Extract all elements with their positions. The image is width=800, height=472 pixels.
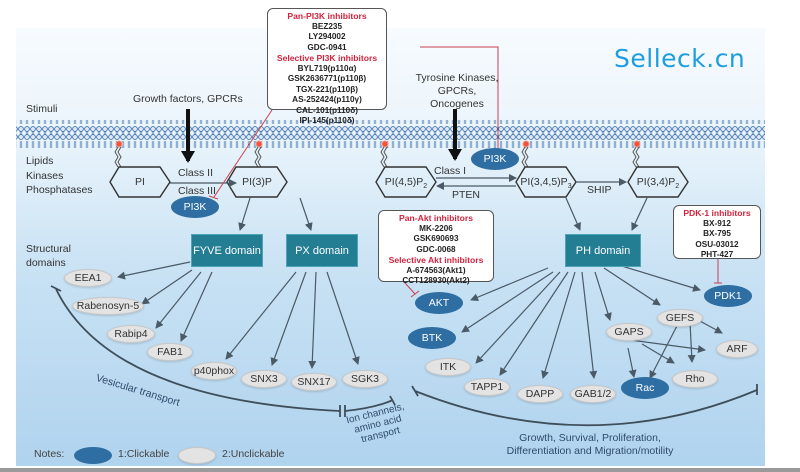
inhibitor-item[interactable]: PHT-427	[700, 250, 734, 259]
pi3k-inhibitors-box: Pan-PI3K inhibitors BEZ235 LY294002 GDC-…	[267, 8, 387, 125]
legend-clickable-label: 1:Clickable	[118, 448, 170, 460]
inhibitor-item[interactable]: IPI-145(p110δ)	[299, 116, 355, 125]
node-pi3k-right[interactable]: PI3K	[471, 148, 519, 170]
node-itk: ITK	[425, 358, 471, 376]
node-arf: ARF	[716, 340, 758, 358]
inhibitor-item[interactable]: OSU-03012	[695, 239, 739, 249]
label-kinases: Kinases	[26, 170, 64, 182]
lipid-hexagons	[109, 166, 689, 198]
membrane-inner-leaflet	[16, 134, 765, 148]
node-p40phox: p40phox	[191, 362, 237, 380]
lipid-anchors	[114, 140, 641, 168]
legend-unclickable-label: 2:Unclickable	[222, 448, 285, 460]
node-pi3k-left[interactable]: PI3K	[171, 196, 219, 218]
membrane-outer-leaflet	[16, 120, 765, 134]
lipid-pi345p3: PI(3,4,5)P3	[520, 176, 572, 191]
node-fab1: FAB1	[147, 343, 193, 361]
inhibitor-item[interactable]: BEZ235	[311, 21, 343, 31]
node-rac[interactable]: Rac	[621, 377, 669, 399]
inhibitor-item[interactable]: BX-795	[703, 229, 731, 238]
brand-logo[interactable]: Selleck.cn	[614, 44, 746, 73]
stimulus-tyrosine: Tyrosine Kinases, GPCRs, Oncogenes	[415, 72, 499, 110]
hex-pi3p	[226, 166, 288, 198]
node-snx17: SNX17	[291, 373, 337, 391]
hex-pi345p3	[515, 166, 577, 198]
growth-arc	[414, 389, 758, 427]
node-rabip4: Rabip4	[107, 325, 155, 343]
lipid-pi45p2: PI(4,5)P2	[384, 176, 428, 191]
inhibitor-item[interactable]: CAL-101(p110δ)	[296, 105, 358, 115]
inhibitor-item[interactable]: LY294002	[308, 32, 346, 41]
node-eea1: EEA1	[64, 269, 112, 287]
inhibitor-item[interactable]: MK-2206	[419, 223, 453, 233]
node-dapp: DAPP	[517, 385, 563, 403]
px-domain-box: PX domain	[286, 234, 358, 267]
label-ship: SHIP	[587, 184, 612, 196]
inhibitor-lines	[208, 46, 722, 298]
ion-arc	[344, 399, 394, 412]
inhibitor-item[interactable]: GSK690693	[413, 234, 459, 243]
label-class2: Class II	[178, 167, 214, 179]
label-class3: Class III	[178, 185, 216, 197]
node-rho: Rho	[672, 370, 718, 388]
ph-domain-box: PH domain	[565, 234, 641, 267]
node-gab12: GAB1/2	[570, 385, 616, 403]
legend-clickable-swatch	[74, 447, 112, 464]
node-pdk1[interactable]: PDK1	[704, 285, 752, 307]
label-domains: domains	[26, 257, 66, 269]
node-akt[interactable]: AKT	[415, 292, 463, 314]
node-tapp1: TAPP1	[464, 378, 510, 396]
notes-label: Notes:	[34, 448, 65, 460]
stimulus-growth-factors: Growth factors, GPCRs	[133, 93, 243, 105]
inhibitor-item[interactable]: BYL719(p110α)	[297, 63, 357, 73]
hex-pi	[109, 166, 171, 198]
inhibitor-item[interactable]: AS-252424(p110γ)	[292, 95, 362, 104]
fyve-domain-box: FYVE domain	[191, 234, 263, 267]
label-lipids: Lipids	[26, 155, 54, 167]
label-structural: Structural	[26, 243, 71, 255]
label-class1: Class I	[434, 165, 467, 177]
vesicular-arc	[55, 288, 341, 412]
inhibitor-item[interactable]: GSK2636771(p110β)	[287, 74, 367, 83]
lipid-pi: PI	[135, 176, 145, 188]
node-btk[interactable]: BTK	[408, 327, 456, 349]
label-pten: PTEN	[452, 189, 481, 201]
label-phosphatases: Phosphatases	[26, 184, 93, 196]
bottom-border	[0, 468, 800, 472]
label-growth-outcomes: Growth, Survival, Proliferation, Differe…	[506, 432, 674, 457]
pdk1-inhibitors-box: PDK-1 inhibitors BX-912 BX-795 OSU-03012…	[673, 205, 761, 259]
outcome-arcs	[50, 285, 758, 427]
inhibitor-item[interactable]: GDC-0941	[307, 42, 347, 52]
node-gaps: GAPS	[606, 323, 652, 341]
node-sgk3: SGK3	[342, 370, 388, 388]
inhibitor-item[interactable]: A-674563(Akt1)	[406, 265, 466, 275]
akt-inhibitors-box: Pan-Akt inhibitors MK-2206 GSK690693 GDC…	[378, 210, 494, 285]
inhibitor-item[interactable]: BX-912	[703, 218, 731, 228]
lipid-pi34p2: PI(3,4)P2	[636, 176, 680, 191]
node-gefs: GEFS	[657, 309, 703, 327]
inhibitor-item[interactable]: CCT128930(Akt2)	[402, 276, 470, 285]
legend-unclickable-swatch	[178, 447, 216, 464]
label-stimuli: Stimuli	[26, 103, 58, 115]
node-rabenosyn5: Rabenosyn-5	[72, 297, 144, 315]
hex-pi34p2	[627, 166, 689, 198]
inhibitor-item[interactable]: TGX-221(p110β)	[296, 84, 358, 94]
lipid-pi3p: PI(3)P	[242, 176, 272, 188]
inhibitor-item[interactable]: GDC-0068	[416, 244, 456, 254]
node-snx3: SNX3	[241, 370, 287, 388]
hex-pi45p2	[375, 166, 437, 198]
